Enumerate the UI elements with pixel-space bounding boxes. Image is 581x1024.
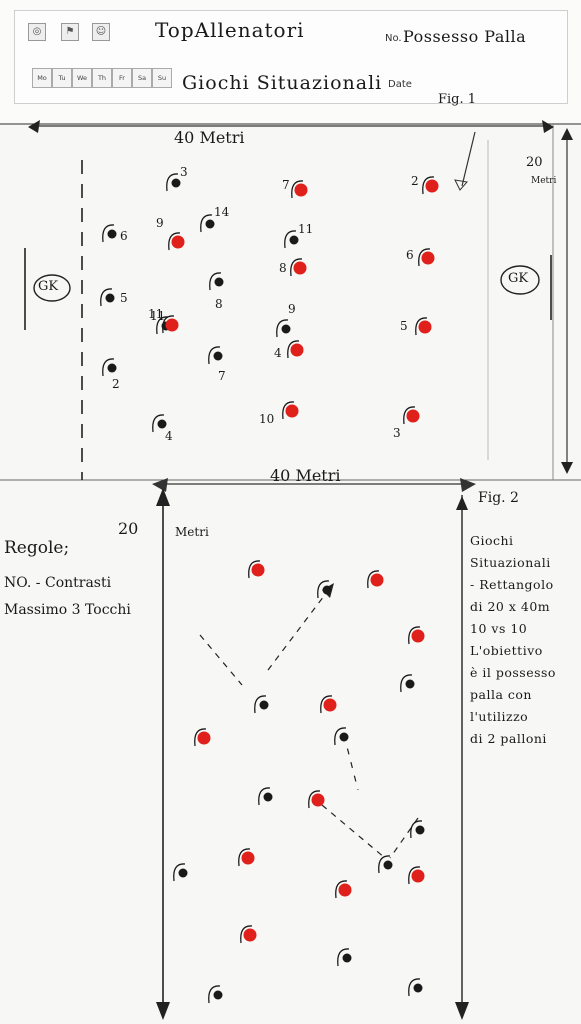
player-number: 10 [259, 412, 274, 426]
black-player [384, 861, 393, 870]
arrow-down-icon [156, 1002, 170, 1020]
black-player [323, 586, 332, 595]
rule-no-tackles: NO. - Contrasti [4, 575, 111, 591]
fig2-description: Giochi Situazionali - Rettangolo di 20 x… [470, 530, 580, 750]
desc-line: Situazionali [470, 552, 580, 574]
red-player [339, 884, 352, 897]
red-player [371, 574, 384, 587]
black-player [214, 352, 223, 361]
red-player [166, 319, 179, 332]
red-player [412, 870, 425, 883]
red-player [242, 852, 255, 865]
fig1-bottom-dimension: 40 Metri [270, 466, 341, 485]
desc-line: l'utilizzo [470, 706, 580, 728]
fig1-side-value: 20 [526, 155, 543, 170]
player-number: 4 [274, 346, 282, 360]
black-player [108, 364, 117, 373]
black-player [343, 954, 352, 963]
arrow-up-icon [156, 488, 170, 506]
red-player [295, 184, 308, 197]
red-player [312, 794, 325, 807]
black-player [106, 294, 115, 303]
player-number: 6 [406, 248, 414, 262]
black-player [416, 826, 425, 835]
black-player [172, 179, 181, 188]
black-player [206, 220, 215, 229]
red-player [291, 344, 304, 357]
black-player [108, 230, 117, 239]
arrow-left-icon [28, 120, 40, 133]
fig1-top-dimension: 40 Metri [174, 128, 245, 147]
arrow-up-icon [561, 128, 573, 140]
desc-line: 10 vs 10 [470, 618, 580, 640]
arrow-up-icon [456, 496, 468, 510]
red-player [422, 252, 435, 265]
desc-line: è il possesso [470, 662, 580, 684]
black-player [282, 325, 291, 334]
player-number: 3 [393, 426, 401, 440]
player-number: 3 [180, 165, 188, 179]
player-number: 7 [218, 369, 226, 383]
red-player [324, 699, 337, 712]
player-number: 4 [165, 429, 173, 443]
desc-line: di 20 x 40m [470, 596, 580, 618]
red-player [198, 732, 211, 745]
red-player [294, 262, 307, 275]
gk-right-label: GK [508, 271, 528, 286]
player-number: 11 [298, 222, 313, 236]
player-number: 14 [214, 205, 230, 219]
desc-line: - Rettangolo [470, 574, 580, 596]
red-player [252, 564, 265, 577]
gk-left-label: GK [38, 279, 58, 294]
fig1-side-unit: Metri [531, 176, 556, 186]
red-player [172, 236, 185, 249]
red-player [419, 321, 432, 334]
red-player [426, 180, 439, 193]
black-player [290, 236, 299, 245]
rule-max-touches: Massimo 3 Tocchi [4, 602, 131, 618]
black-player [406, 680, 415, 689]
black-player [215, 278, 224, 287]
player-number: 8 [279, 261, 287, 275]
red-player [244, 929, 257, 942]
rules-title: Regole; [4, 538, 69, 558]
arrow-down-icon [455, 1002, 469, 1020]
player-number: 5 [400, 319, 408, 333]
player-number: 6 [120, 229, 128, 243]
player-number: 9 [156, 216, 164, 230]
black-player [340, 733, 349, 742]
arrow-right-icon [542, 120, 554, 133]
player-number: 11 [150, 309, 165, 323]
red-player [286, 405, 299, 418]
desc-line: di 2 palloni [470, 728, 580, 750]
black-player [260, 701, 269, 710]
black-player [264, 793, 273, 802]
arrow-down-icon [561, 462, 573, 474]
player-number: 9 [288, 302, 296, 316]
player-number: 8 [215, 297, 223, 311]
desc-line: Giochi [470, 530, 580, 552]
black-player [414, 984, 423, 993]
red-player [412, 630, 425, 643]
black-player [179, 869, 188, 878]
player-number: 5 [120, 291, 128, 305]
red-player [407, 410, 420, 423]
player-number: 2 [112, 377, 120, 391]
fig2-label: Fig. 2 [478, 490, 519, 506]
black-player [214, 991, 223, 1000]
player-number: 2 [411, 174, 419, 188]
player-number: 7 [282, 178, 290, 192]
fig2-side-unit: Metri [175, 525, 209, 539]
fig2-side-value: 20 [118, 519, 138, 538]
desc-line: palla con [470, 684, 580, 706]
desc-line: L'obiettivo [470, 640, 580, 662]
players-layer: 36141158927411729861154103 [101, 165, 439, 1003]
black-player [158, 420, 167, 429]
